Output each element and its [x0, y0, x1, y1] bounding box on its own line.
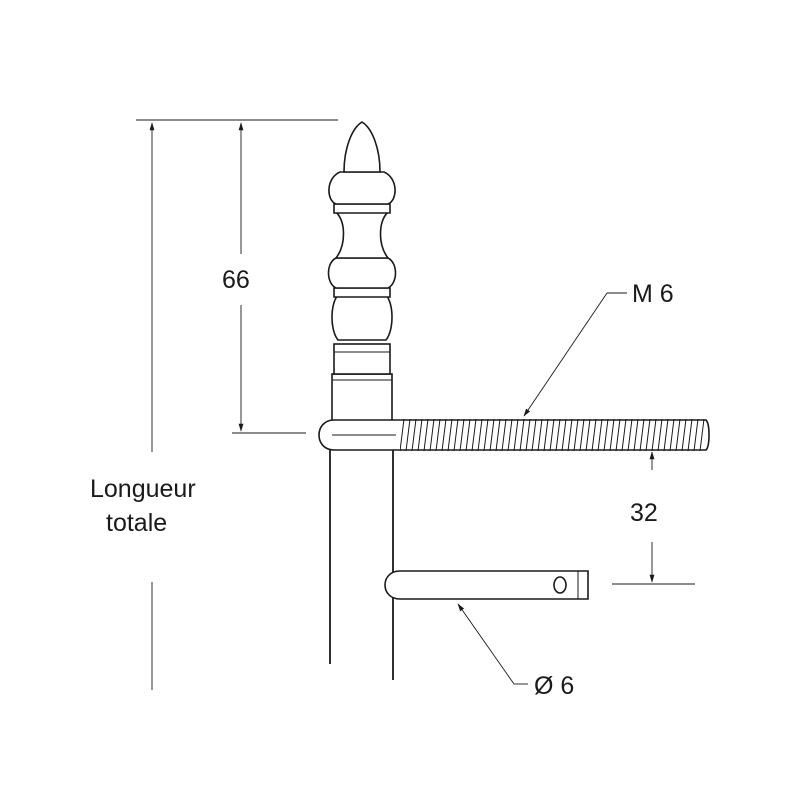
finial-bead-2 [327, 257, 397, 289]
pin-body [329, 343, 394, 680]
thread-leader-line [523, 292, 608, 417]
threaded-rod [318, 419, 710, 451]
diameter-leader [457, 603, 528, 685]
finial-ring-3 [333, 287, 391, 298]
pin-collar-upper [333, 343, 391, 375]
finial-bead-3 [331, 294, 393, 341]
dim-66-label: 66 [222, 266, 250, 294]
thread-label: M 6 [632, 280, 674, 308]
thread-leader [523, 292, 627, 417]
lower-pin-outline [384, 570, 589, 600]
finial [327, 121, 397, 341]
pin-collar-lower [331, 373, 393, 423]
dim-32-label: 32 [630, 499, 658, 527]
finial-tip [343, 121, 381, 173]
overall-length-dimension [136, 119, 338, 690]
finial-waist [334, 211, 390, 259]
dim-66-dimension [232, 122, 306, 434]
overall-length-label-1: Longueur [90, 475, 196, 503]
diameter-leader-line [457, 603, 515, 685]
finial-ring-1 [333, 203, 391, 214]
diameter-label: Ø 6 [534, 672, 574, 700]
dim-32-dimension [612, 451, 695, 585]
overall-length-label-2: totale [106, 509, 167, 537]
thread-hatching [400, 419, 705, 451]
lower-pin [384, 570, 589, 600]
lower-pin-hole [553, 576, 567, 594]
finial-bulb [328, 171, 396, 205]
